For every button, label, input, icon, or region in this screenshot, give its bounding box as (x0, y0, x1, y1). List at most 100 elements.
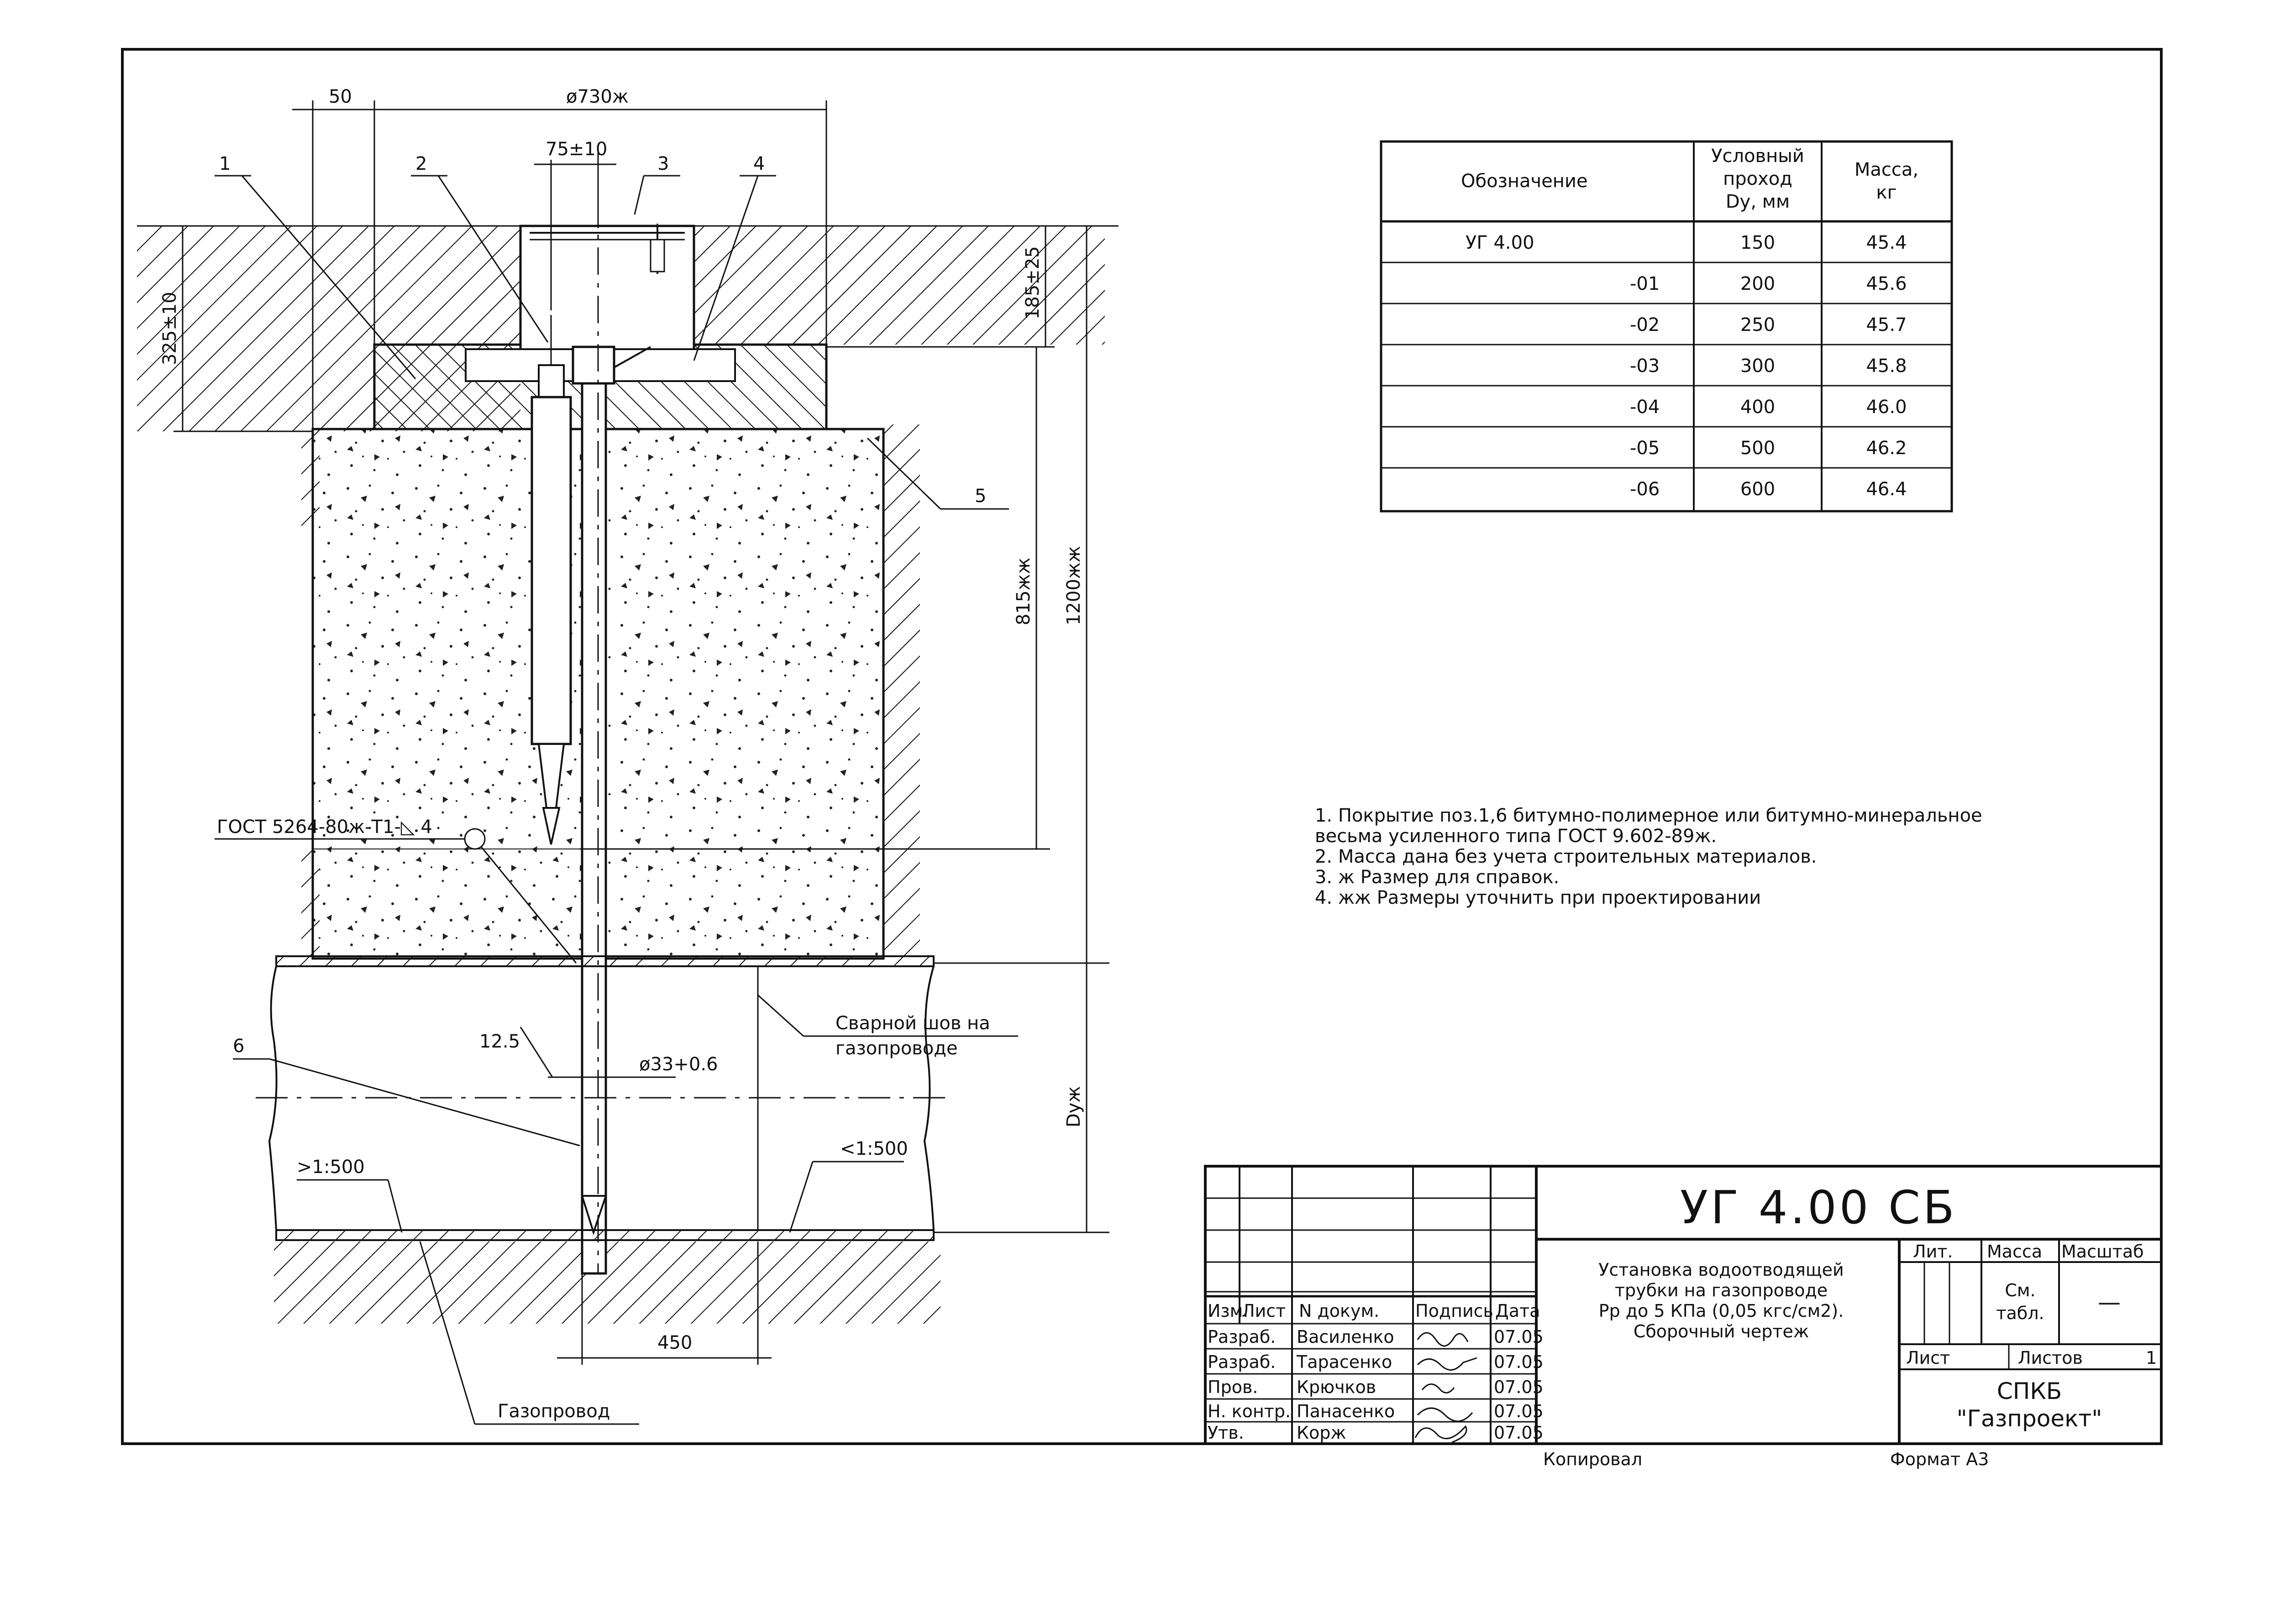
dim-450: 450 (657, 1332, 692, 1353)
note-line: 2. Масса дана без учета строительных мат… (1315, 846, 1817, 867)
copied-label: Копировал (1543, 1449, 1642, 1469)
table-header-dy-1: Условный (1711, 146, 1804, 167)
svg-text:500: 500 (1740, 438, 1775, 459)
svg-text:Н. контр.: Н. контр. (1208, 1401, 1291, 1421)
svg-text:150: 150 (1740, 232, 1775, 253)
table-row: -03 300 45.8 (1630, 356, 1907, 377)
dim-50: 50 (329, 86, 352, 107)
org-name-2: "Газпроект" (1957, 1405, 2102, 1432)
gas-pipeline (256, 955, 950, 1241)
dim-75: 75±10 (546, 139, 607, 160)
weld-spec-label: ГОСТ 5264-80ж-Т1-◺ 4 (217, 817, 432, 838)
svg-text:Панасенко: Панасенко (1297, 1401, 1395, 1421)
tb-scale: Масштаб (2061, 1242, 2144, 1262)
table-header-dy-3: Dy, мм (1726, 191, 1790, 212)
pipeline-label: Газопровод (498, 1401, 610, 1422)
svg-text:-01: -01 (1630, 273, 1660, 294)
callout-1: 1 (219, 153, 231, 174)
callout-3: 3 (657, 153, 669, 174)
svg-text:45.8: 45.8 (1866, 356, 1907, 377)
tb-col-list: Лист (1242, 1301, 1286, 1321)
tb-sheet: Лист (1906, 1348, 1950, 1368)
dimension-lines (137, 100, 1119, 1365)
tb-col-izm: Изм. (1208, 1301, 1248, 1321)
drawing-title-line: Сборочный чертеж (1634, 1321, 1809, 1341)
note-line: 3. ж Размер для справок. (1315, 867, 1559, 888)
slope-left-label: >1:500 (297, 1157, 365, 1178)
tb-signer-row: Разраб. Тарасенко 07.05 (1208, 1352, 1544, 1372)
tb-signer-row: Утв. Корж 07.05 (1208, 1423, 1544, 1443)
svg-text:300: 300 (1740, 356, 1775, 377)
signatures (1414, 1332, 1477, 1443)
svg-text:-06: -06 (1630, 479, 1660, 500)
dim-33: ø33+0.6 (639, 1054, 718, 1075)
note-line: весьма усиленного типа ГОСТ 9.602-89ж. (1315, 826, 1717, 847)
table-row: -02 250 45.7 (1630, 314, 1907, 335)
table-header-mass-1: Масса, (1854, 159, 1918, 180)
svg-text:Крючков: Крючков (1297, 1377, 1376, 1397)
svg-text:Утв.: Утв. (1208, 1423, 1244, 1443)
table-row: УГ 4.00 150 45.4 (1466, 232, 1907, 253)
format-label: Формат А3 (1890, 1449, 1989, 1469)
tb-mass-value-1: См. (2005, 1280, 2035, 1300)
svg-text:46.2: 46.2 (1866, 438, 1907, 459)
tb-signer-row: Пров. Крючков 07.05 (1208, 1377, 1544, 1397)
drawing-title-line: Рр до 5 КПа (0,05 кгс/см2). (1599, 1301, 1844, 1321)
weld-seam-label-2: газопроводе (835, 1038, 958, 1059)
svg-text:07.05: 07.05 (1494, 1377, 1544, 1397)
dim-325: 325±10 (159, 292, 180, 365)
tb-mass-value-2: табл. (1996, 1303, 2044, 1323)
tb-signer-row: Разраб. Василенко 07.05 (1208, 1327, 1544, 1347)
drawing-code: УГ 4.00 СБ (1680, 1181, 1957, 1234)
table-row: -01 200 45.6 (1630, 273, 1907, 294)
org-name-1: СПКБ (1997, 1378, 2062, 1404)
tb-mass: Масса (1987, 1242, 2042, 1262)
drain-tube (531, 315, 651, 1275)
sheet-frame (121, 48, 2163, 1445)
tb-sheets: Листов (2018, 1348, 2083, 1368)
svg-text:45.6: 45.6 (1866, 273, 1907, 294)
note-line: 1. Покрытие поз.1,6 битумно-полимерное и… (1315, 805, 1982, 826)
svg-text:600: 600 (1740, 479, 1775, 500)
svg-text:07.05: 07.05 (1494, 1327, 1544, 1347)
table-header-designation: Обозначение (1461, 171, 1588, 192)
table-header-dy-2: проход (1723, 168, 1792, 189)
tb-col-doc: N докум. (1299, 1301, 1379, 1321)
svg-text:Корж: Корж (1297, 1423, 1346, 1443)
svg-text:45.4: 45.4 (1866, 232, 1907, 253)
svg-text:Василенко: Василенко (1297, 1327, 1394, 1347)
callout-6: 6 (233, 1036, 244, 1057)
svg-text:07.05: 07.05 (1494, 1423, 1544, 1443)
notes-block: 1. Покрытие поз.1,6 битумно-полимерное и… (1315, 805, 1982, 908)
weld-seam-label-1: Сварной шов на (835, 1013, 990, 1034)
table-row: -06 600 46.4 (1630, 479, 1907, 500)
table-header-mass-2: кг (1876, 182, 1896, 203)
svg-text:Пров.: Пров. (1208, 1377, 1258, 1397)
svg-text:400: 400 (1740, 397, 1775, 418)
dim-12-5: 12.5 (479, 1031, 520, 1052)
tb-lit: Лит. (1913, 1242, 1953, 1262)
table-row: -05 500 46.2 (1630, 438, 1907, 459)
soil-hatching (137, 226, 1105, 1324)
svg-text:46.0: 46.0 (1866, 397, 1907, 418)
title-block (1204, 1165, 2163, 1445)
drawing-title-line: трубки на газопроводе (1615, 1280, 1828, 1300)
tb-col-sign: Подпись (1415, 1301, 1493, 1321)
svg-text:45.7: 45.7 (1866, 314, 1907, 335)
svg-text:УГ 4.00: УГ 4.00 (1466, 232, 1534, 253)
svg-text:Тарасенко: Тарасенко (1296, 1352, 1392, 1372)
note-line: 4. жж Размеры уточнить при проектировани… (1315, 887, 1761, 908)
dim-815: 815жж (1013, 558, 1034, 625)
svg-text:07.05: 07.05 (1494, 1352, 1544, 1372)
tb-scale-value: — (2098, 1289, 2121, 1315)
svg-text:250: 250 (1740, 314, 1775, 335)
slope-right-label: <1:500 (840, 1138, 908, 1159)
svg-text:-04: -04 (1630, 397, 1660, 418)
svg-text:Разраб.: Разраб. (1208, 1352, 1276, 1372)
drawing-title-line: Установка водоотводящей (1598, 1260, 1844, 1280)
svg-text:Разраб.: Разраб. (1208, 1327, 1276, 1347)
callout-2: 2 (415, 153, 427, 174)
weld-symbol-circle (464, 828, 486, 850)
